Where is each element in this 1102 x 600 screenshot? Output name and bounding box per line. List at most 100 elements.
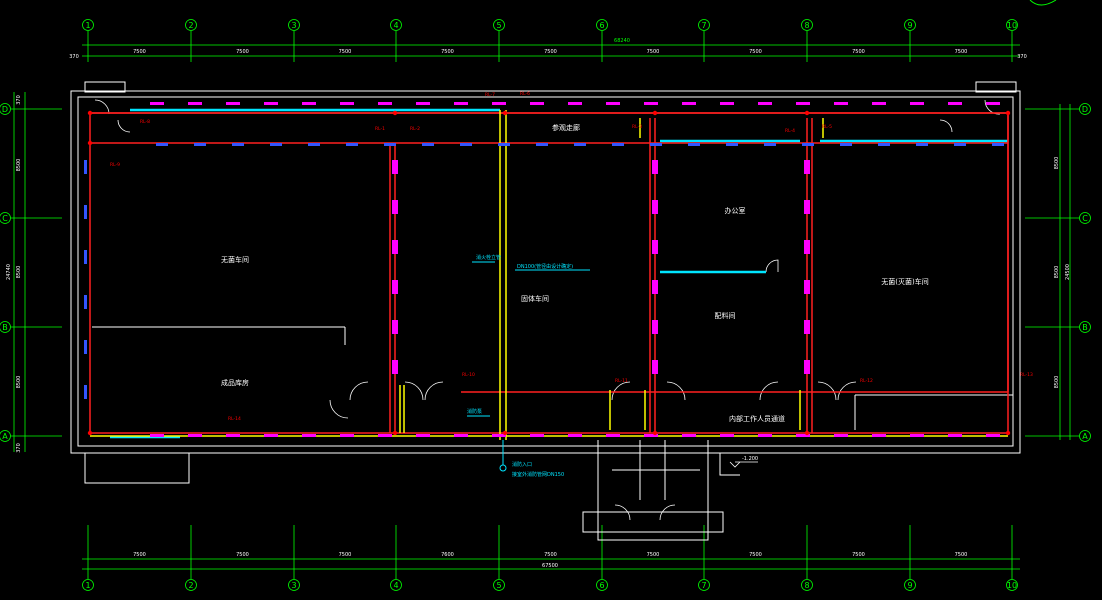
left-axis-label: C: [2, 214, 8, 223]
bottom-axis-bubble: [698, 579, 710, 591]
top-axis-bubble: [82, 19, 94, 31]
room-label: 固体车间: [521, 294, 549, 303]
fixture-marker: [340, 434, 354, 437]
pipe-node: [87, 110, 93, 116]
fixture-marker: [392, 200, 398, 214]
bottom-axis-label: 6: [599, 581, 604, 590]
right-axis-label: D: [1082, 105, 1088, 114]
top-edge-left-label: 370: [69, 54, 79, 60]
fixture-marker: [392, 280, 398, 294]
right-axis-bubble: [1079, 103, 1091, 115]
top-axis-bubble: [493, 19, 505, 31]
fixture-marker: [682, 434, 696, 437]
top-axis-bubble: [390, 19, 402, 31]
bottom-axis-label: 4: [393, 581, 398, 590]
bottom-axis-label: 2: [188, 581, 193, 590]
pipe-tag-label: RL-14: [228, 416, 241, 422]
fixture-marker: [804, 200, 810, 214]
pipe-node: [392, 110, 398, 116]
top-span-label: 7500: [339, 49, 352, 55]
fixture-marker: [84, 295, 87, 309]
fixture-marker: [84, 385, 87, 399]
fixture-marker: [188, 434, 202, 437]
red-pipes: [89, 112, 1009, 434]
fixture-marker: [264, 102, 278, 105]
fixture-marker: [916, 143, 928, 146]
pipe-tag-label: RL-1: [375, 126, 385, 132]
pump-note-text: 消防泵: [467, 408, 482, 415]
building-walls: [70, 81, 1021, 541]
top-span-label: 7500: [236, 49, 249, 55]
pipe-node: [652, 430, 658, 436]
entry-detail-text: 接室外消防管网DN150: [512, 471, 564, 478]
fixture-marker: [188, 102, 202, 105]
fixture-marker: [720, 434, 734, 437]
fixture-marker: [948, 102, 962, 105]
room-label: 办公室: [725, 206, 746, 215]
top-axis-bubble: [904, 19, 916, 31]
fixture-marker: [758, 434, 772, 437]
fixture-marker: [346, 143, 358, 146]
room-label: 无菌(灭菌)车间: [881, 277, 928, 286]
bottom-span-label: 7500: [133, 552, 146, 558]
fixture-marker: [308, 143, 320, 146]
fixture-marker: [574, 143, 586, 146]
left-axis-bubble: [0, 212, 11, 224]
fixture-marker: [194, 143, 206, 146]
room-label: 成品库房: [221, 378, 249, 387]
right-axis-label: B: [1082, 323, 1088, 332]
left-dim-label: 370: [16, 443, 22, 453]
pipe-tag-label: RL-4: [785, 128, 795, 134]
right-dim-label: 24500: [1065, 264, 1071, 280]
pipe-tag-label: RL-2: [410, 126, 420, 132]
left-dim-label: 24740: [6, 264, 12, 280]
pipe-node: [502, 110, 508, 116]
fixture-marker: [84, 340, 87, 354]
top-axis-label: 3: [291, 21, 296, 30]
fixture-marker: [530, 102, 544, 105]
fixture-marker: [302, 434, 316, 437]
left-dim-label: 370: [16, 95, 22, 105]
fixture-marker: [226, 102, 240, 105]
fixture-marker: [804, 360, 810, 374]
bottom-axis-bubble: [904, 579, 916, 591]
top-axis-label: 1: [85, 21, 90, 30]
top-span-label: 7500: [955, 49, 968, 55]
fixture-marker: [804, 240, 810, 254]
fixture-marker: [150, 102, 164, 105]
right-dim-label: 8500: [1054, 157, 1060, 170]
fixture-marker: [416, 102, 430, 105]
corner-circle: [1029, 0, 1057, 6]
pipe-node: [804, 430, 810, 436]
fixture-marker: [606, 434, 620, 437]
left-dim-label: 8500: [16, 159, 22, 172]
fixture-marker: [804, 280, 810, 294]
bottom-axis-label: 8: [804, 581, 809, 590]
riser-detail-text: DN100(管径由设计确定): [517, 263, 573, 270]
pipe-tag-label: RL-13: [1020, 372, 1033, 378]
pipe-node: [87, 140, 93, 146]
fixture-marker: [84, 160, 87, 174]
top-axis-label: 6: [599, 21, 604, 30]
fixture-marker: [460, 143, 472, 146]
fixture-marker: [652, 240, 658, 254]
pipe-tag-label: RL-7: [485, 92, 495, 98]
bottom-span-label: 7500: [236, 552, 249, 558]
top-axis-label: 4: [393, 21, 398, 30]
pipe-node: [1005, 110, 1011, 116]
left-dim-label: 8500: [16, 266, 22, 279]
level-mark: -1.200: [729, 456, 758, 468]
bottom-span-label: 7500: [852, 552, 865, 558]
left-dim-label: 8500: [16, 376, 22, 389]
top-span-label: 7500: [647, 49, 660, 55]
fixture-marker: [416, 434, 430, 437]
fixture-marker: [720, 102, 734, 105]
fixture-marker: [986, 102, 1000, 105]
right-dim-label: 8500: [1054, 376, 1060, 389]
left-axis-bubble: [0, 321, 11, 333]
pipe-tag-label: RL-3: [632, 124, 642, 130]
